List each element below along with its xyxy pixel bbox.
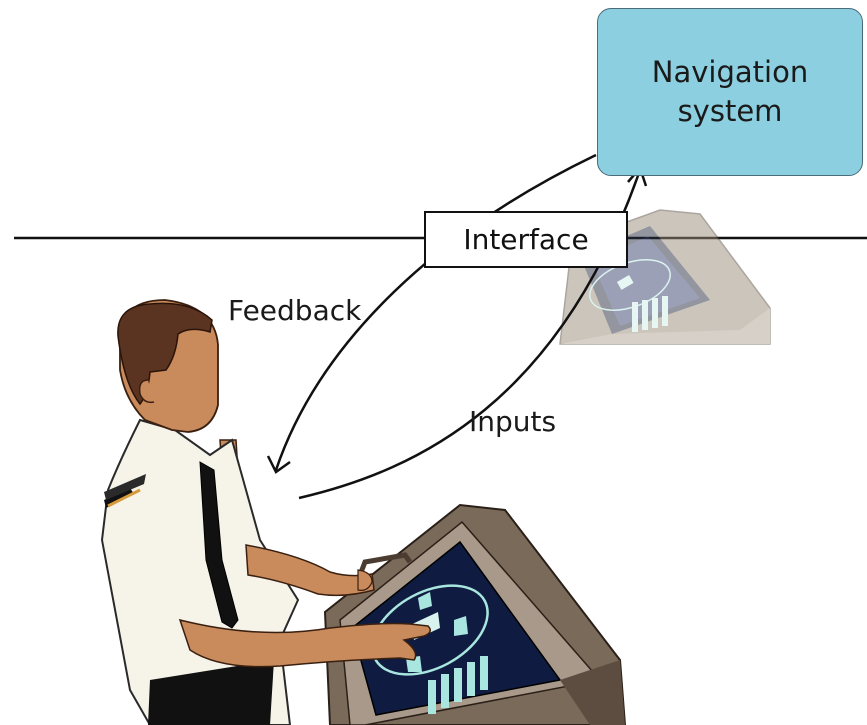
main-console	[323, 503, 627, 725]
interface-label: Interface	[463, 223, 589, 256]
inputs-label: Inputs	[469, 405, 557, 438]
interface-box: Interface	[424, 211, 628, 268]
navigation-system-line1: Navigation	[651, 55, 809, 89]
feedback-arrow	[274, 153, 597, 471]
officer-figure	[100, 299, 431, 725]
feedback-arrowhead	[266, 455, 291, 474]
navigation-system-box: Navigation system	[597, 8, 863, 176]
navigation-system-line2: system	[677, 94, 783, 128]
feedback-label: Feedback	[228, 294, 362, 327]
